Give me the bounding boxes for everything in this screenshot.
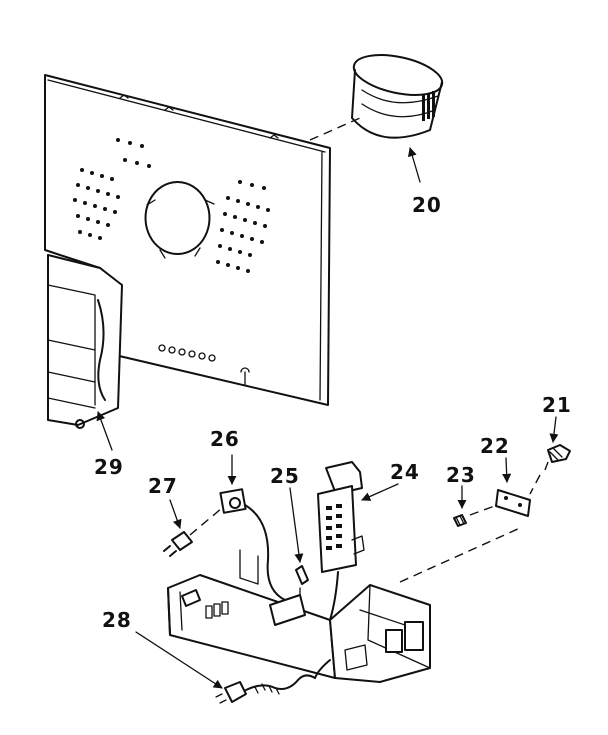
callout-23: 23 [446,463,476,487]
part-28-power-cord [215,659,331,704]
part-24-control-board [317,461,365,621]
part-21-lamp [544,444,571,471]
callout-21: 21 [542,393,572,417]
callout-24: 24 [390,460,420,484]
part-26-switch [219,488,286,601]
part-20-grille-ring [309,54,444,141]
part-22-mounting-plate [495,474,541,517]
part-29-side-bracket [47,254,123,429]
callout-20: 20 [412,193,442,217]
callout-29: 29 [94,455,124,479]
part-23-spring [453,503,501,527]
chassis-tray [167,527,521,683]
callout-22: 22 [480,434,510,458]
callout-26: 26 [210,427,240,451]
callout-25: 25 [270,464,300,488]
part-25-fuse [295,565,309,597]
callout-27: 27 [148,474,178,498]
part-27-plug [163,507,223,557]
callout-28: 28 [102,608,132,632]
